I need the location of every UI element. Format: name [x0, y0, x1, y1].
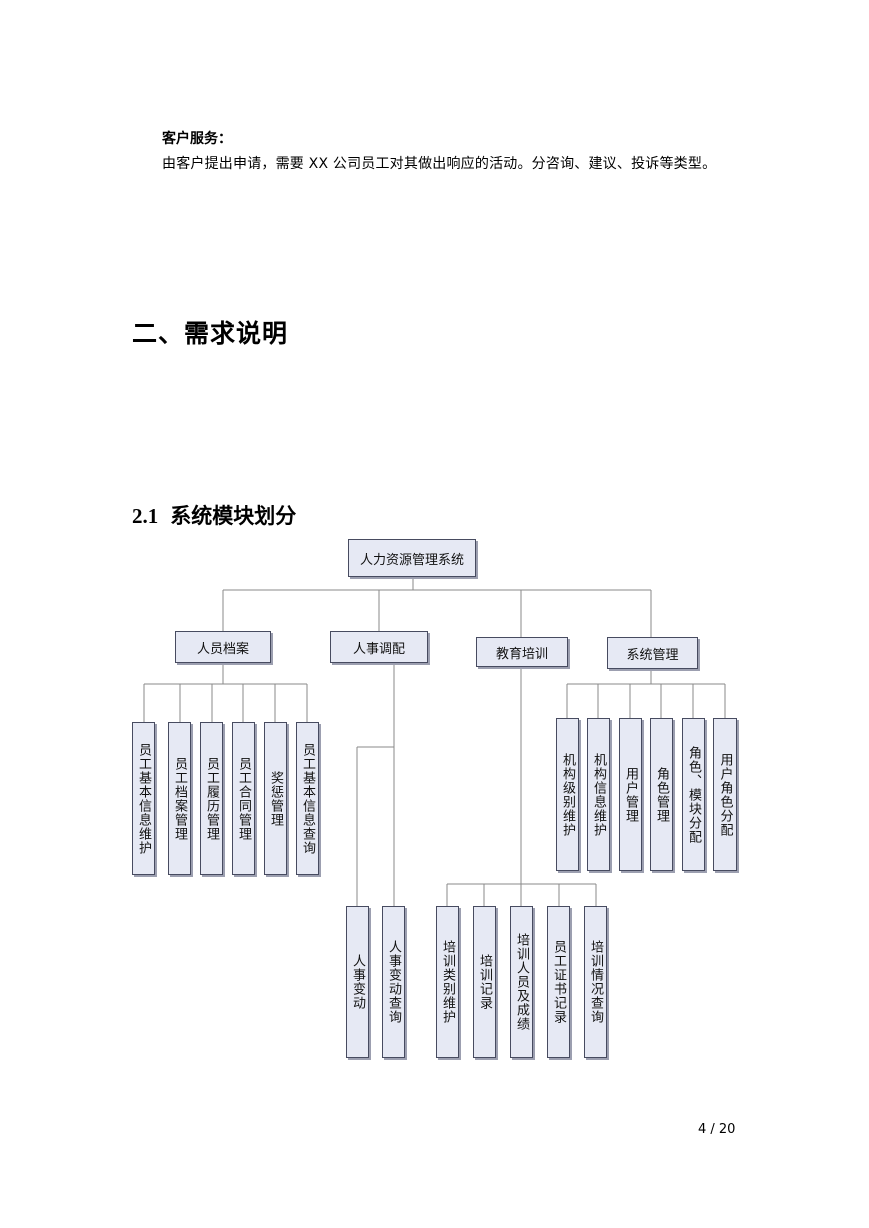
org-leaf-training-status-query: 培训情况查询	[584, 906, 607, 1058]
subsection-heading: 2.1 系统模块划分	[132, 500, 296, 530]
org-leaf-training-records: 培训记录	[473, 906, 496, 1058]
org-leaf-trainees-and-scores: 培训人员及成绩	[510, 906, 533, 1058]
org-leaf-label: 机构信息维护	[591, 752, 606, 837]
section-heading: 二、需求说明	[132, 319, 289, 348]
org-leaf-label: 角色管理	[654, 766, 669, 823]
org-leaf-employee-resume-management: 员工履历管理	[200, 722, 223, 875]
org-leaf-role-management: 角色管理	[650, 718, 673, 871]
org-leaf-org-level-maintenance: 机构级别维护	[556, 718, 579, 871]
org-leaf-label: 培训情况查询	[588, 940, 603, 1024]
org-leaf-employee-info-query: 员工基本信息查询	[296, 722, 319, 875]
org-leaf-personnel-change-query: 人事变动查询	[382, 906, 405, 1058]
org-leaf-user-management: 用户管理	[619, 718, 642, 871]
org-leaf-label: 培训记录	[477, 954, 492, 1010]
org-leaf-label: 员工档案管理	[172, 756, 187, 841]
org-leaf-role-module-assignment: 角色、模块分配	[682, 718, 705, 871]
org-branch-system-management: 系统管理	[607, 637, 698, 669]
org-leaf-label: 员工基本信息查询	[300, 742, 315, 855]
org-leaf-label: 用户角色分配	[717, 752, 733, 837]
org-leaf-label: 机构级别维护	[560, 752, 575, 837]
org-leaf-label: 用户管理	[623, 766, 638, 823]
org-leaf-label: 人事变动	[350, 954, 365, 1010]
org-leaf-training-category-maintenance: 培训类别维护	[436, 906, 459, 1058]
org-leaf-label: 培训类别维护	[440, 940, 455, 1024]
service-title: 客户服务：	[162, 131, 232, 147]
org-branch-personnel-files: 人员档案	[175, 631, 271, 663]
org-leaf-label: 员工基本信息维护	[136, 742, 151, 855]
org-leaf-label: 奖惩管理	[268, 770, 283, 827]
org-leaf-employee-info-maintenance: 员工基本信息维护	[132, 722, 155, 875]
org-branch-education-training: 教育培训	[476, 637, 568, 667]
org-leaf-personnel-change: 人事变动	[346, 906, 369, 1058]
service-description: 由客户提出申请，需要 XX 公司员工对其做出响应的活动。分咨询、建议、投诉等类型…	[162, 156, 717, 172]
org-branch-personnel-transfer: 人事调配	[330, 631, 428, 663]
org-leaf-employee-contract-management: 员工合同管理	[232, 722, 255, 875]
page-number: 4 / 20	[698, 1122, 736, 1137]
org-leaf-reward-punishment-management: 奖惩管理	[264, 722, 287, 875]
org-leaf-label: 角色、模块分配	[686, 745, 701, 844]
org-leaf-user-role-assignment: 用户角色分配	[713, 718, 737, 871]
org-leaf-label: 培训人员及成绩	[514, 933, 529, 1031]
subsection-title: 系统模块划分	[170, 504, 297, 528]
org-leaf-org-info-maintenance: 机构信息维护	[587, 718, 610, 871]
org-leaf-employee-certificate-records: 员工证书记录	[547, 906, 570, 1058]
org-leaf-label: 人事变动查询	[386, 940, 401, 1024]
org-root-node: 人力资源管理系统	[348, 539, 476, 577]
subsection-number: 2.1	[132, 504, 159, 528]
org-leaf-label: 员工履历管理	[204, 756, 219, 841]
org-leaf-label: 员工合同管理	[236, 756, 251, 841]
org-leaf-label: 员工证书记录	[551, 940, 566, 1024]
org-leaf-employee-file-management: 员工档案管理	[168, 722, 191, 875]
